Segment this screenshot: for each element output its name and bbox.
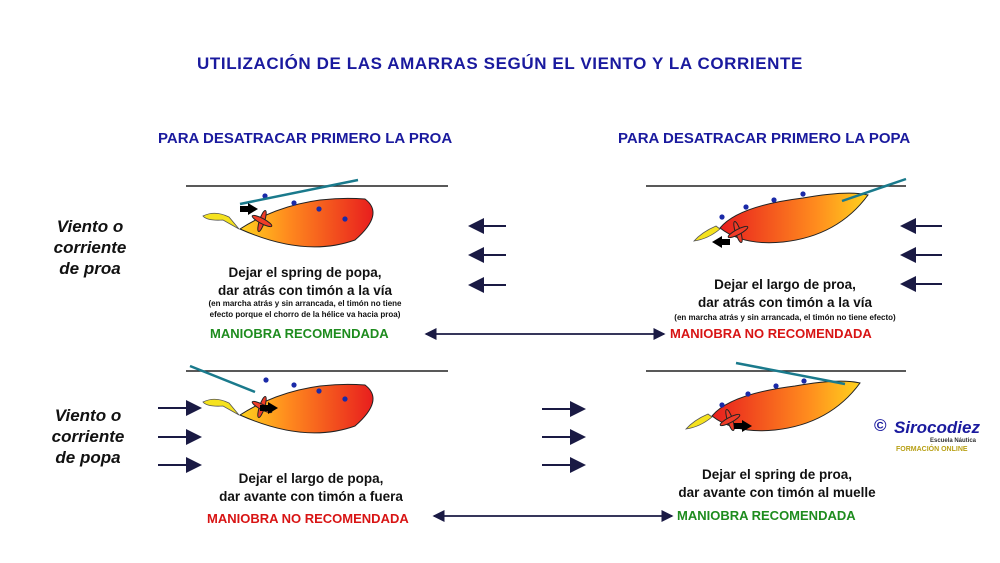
copyright-icon: © <box>874 416 887 435</box>
brand-logo: © Sirocodiez Escuela Náutica FORMACIÓN O… <box>874 414 984 462</box>
boat-bottom-right <box>685 380 861 432</box>
verdict-top-right: MANIOBRA NO RECOMENDADA <box>670 326 872 341</box>
column-heading-left: PARA DESATRACAR PRIMERO LA PROA <box>158 130 453 147</box>
boat-top-left <box>202 197 374 248</box>
verdict-top-left: MANIOBRA RECOMENDADA <box>210 326 389 341</box>
thrust-arrow-top-left <box>240 203 258 215</box>
mooring-line-bottom-left <box>189 364 256 394</box>
logo-brand: Sirocodiez <box>894 418 980 437</box>
desc-top-left: Dejar el spring de popa, dar atrás con t… <box>217 265 393 298</box>
wind-arrows-top-right <box>900 218 942 292</box>
mooring-line-top-right <box>841 177 907 203</box>
wind-arrows-bottom-left <box>158 400 202 473</box>
row-label-bottom: Viento o corriente de popa <box>51 406 125 467</box>
boat-bottom-left <box>202 383 374 434</box>
mooring-line-bottom-right <box>735 361 846 386</box>
desc-top-right: Dejar el largo de proa, dar atrás con ti… <box>697 277 873 310</box>
bollards-bottom-left <box>263 377 348 402</box>
thrust-arrow-top-right <box>712 236 730 248</box>
bollards-top-left <box>262 193 348 222</box>
wind-arrows-bottom-center <box>542 401 586 473</box>
row-label-top: Viento o corriente de proa <box>53 217 127 278</box>
verdict-bottom-left: MANIOBRA NO RECOMENDADA <box>207 511 409 526</box>
bollards-bottom-right <box>719 378 807 408</box>
desc-bottom-right: Dejar el spring de proa, dar avante con … <box>678 467 876 500</box>
wind-arrows-top-center <box>468 218 506 293</box>
desc-bottom-left: Dejar el largo de popa, dar avante con t… <box>219 471 403 504</box>
page-title: UTILIZACIÓN DE LAS AMARRAS SEGÚN EL VIEN… <box>197 54 803 73</box>
thrust-arrow-bottom-left <box>260 402 278 414</box>
logo-subtitle: Escuela Náutica <box>930 438 977 444</box>
logo-tagline: FORMACIÓN ONLINE <box>896 446 968 453</box>
verdict-bottom-right: MANIOBRA RECOMENDADA <box>677 508 856 523</box>
thrust-arrow-bottom-right <box>734 420 752 432</box>
mooring-line-top-left <box>239 178 359 206</box>
column-heading-right: PARA DESATRACAR PRIMERO LA POPA <box>618 130 911 147</box>
bollards-top-right <box>719 191 806 220</box>
note-top-right: (en marcha atrás y sin arrancada, el tim… <box>674 313 896 322</box>
note-top-left: (en marcha atrás y sin arrancada, el tim… <box>208 299 402 319</box>
